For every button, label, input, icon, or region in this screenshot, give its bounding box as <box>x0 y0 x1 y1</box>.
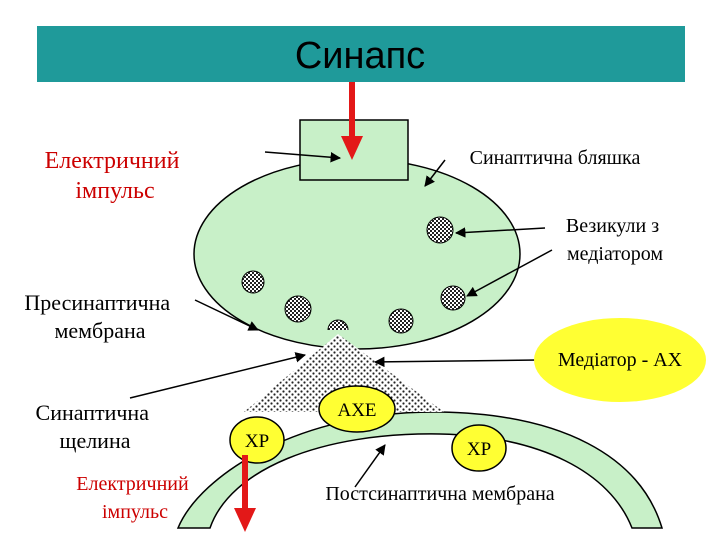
pointer-vesicles <box>454 227 546 238</box>
page-title: Синапс <box>295 35 425 77</box>
mediator-callout <box>534 318 706 402</box>
pointer-electric-impulse <box>264 151 342 163</box>
pointer-cleft <box>129 352 307 399</box>
postsynaptic-membrane <box>176 411 664 529</box>
title-bar <box>37 26 685 82</box>
vesicle <box>284 295 312 323</box>
impulse-arrow-top-head <box>341 136 363 160</box>
vesicle <box>426 216 454 244</box>
vesicle <box>241 270 265 294</box>
pointer-postsynaptic <box>354 444 386 488</box>
receptor-left-label: ХР <box>245 431 269 452</box>
electric-impulse-label-top: Електричний імпульс <box>45 148 186 204</box>
exocytosis-vesicle <box>327 319 349 331</box>
vesicle <box>440 285 466 311</box>
electric-impulse-label-bottom: Електричний імпульс <box>76 473 193 523</box>
receptor-left <box>229 416 285 464</box>
postsynaptic-membrane-label: Постсинаптична мембрана <box>325 483 554 505</box>
synaptic-cleft-label: Синаптична щелина <box>36 400 155 453</box>
pointer-mediator <box>373 356 539 368</box>
mediator-cloud <box>244 334 444 412</box>
presynaptic-membrane-label: Пресинаптична мембрана <box>24 290 175 343</box>
vesicle <box>388 308 414 334</box>
vesicles-label: Везикули з медіатором <box>566 215 664 265</box>
pointer-synaptic-plaque <box>424 159 446 187</box>
mediator-label: Медіатор - АХ <box>558 349 683 371</box>
axe-enzyme <box>318 385 396 433</box>
presynaptic-terminal <box>193 158 521 350</box>
receptor-right <box>451 424 507 472</box>
synaptic-plaque-label: Синаптична бляшка <box>470 147 641 169</box>
pointer-vesicles-2 <box>466 249 553 297</box>
axe-label: АХЕ <box>337 400 376 421</box>
impulse-arrow-bottom-head <box>234 508 256 532</box>
receptor-right-label: ХР <box>467 439 491 460</box>
pointer-presynaptic <box>194 299 259 331</box>
